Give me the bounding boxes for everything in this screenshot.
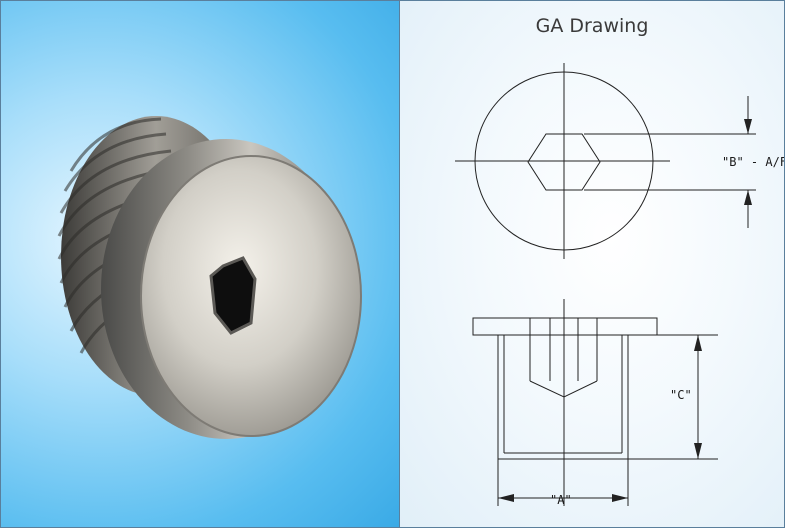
hex-socket xyxy=(209,256,257,335)
dimension-label-b: "B" - A/F xyxy=(722,155,784,169)
b-arrowhead-bottom xyxy=(744,190,752,205)
side-view-body xyxy=(497,334,629,460)
dimension-label-a: "A" xyxy=(550,493,572,507)
product-photo-panel xyxy=(1,1,399,527)
panel-divider xyxy=(399,0,400,528)
technical-drawing: "B" - A/F "C" "A" xyxy=(455,63,784,507)
c-arrowhead-top xyxy=(694,335,702,351)
a-arrowhead-left xyxy=(498,494,514,502)
ga-drawing-panel: GA Drawing xyxy=(400,1,784,527)
drawing-title: GA Drawing xyxy=(535,15,649,37)
c-arrowhead-bottom xyxy=(694,443,702,459)
b-arrowhead-top xyxy=(744,119,752,134)
hex-outline xyxy=(527,133,601,191)
hex-plug-photo xyxy=(57,116,362,439)
side-view-flange xyxy=(472,317,658,336)
dimension-label-c: "C" xyxy=(670,388,692,402)
a-arrowhead-right xyxy=(612,494,628,502)
